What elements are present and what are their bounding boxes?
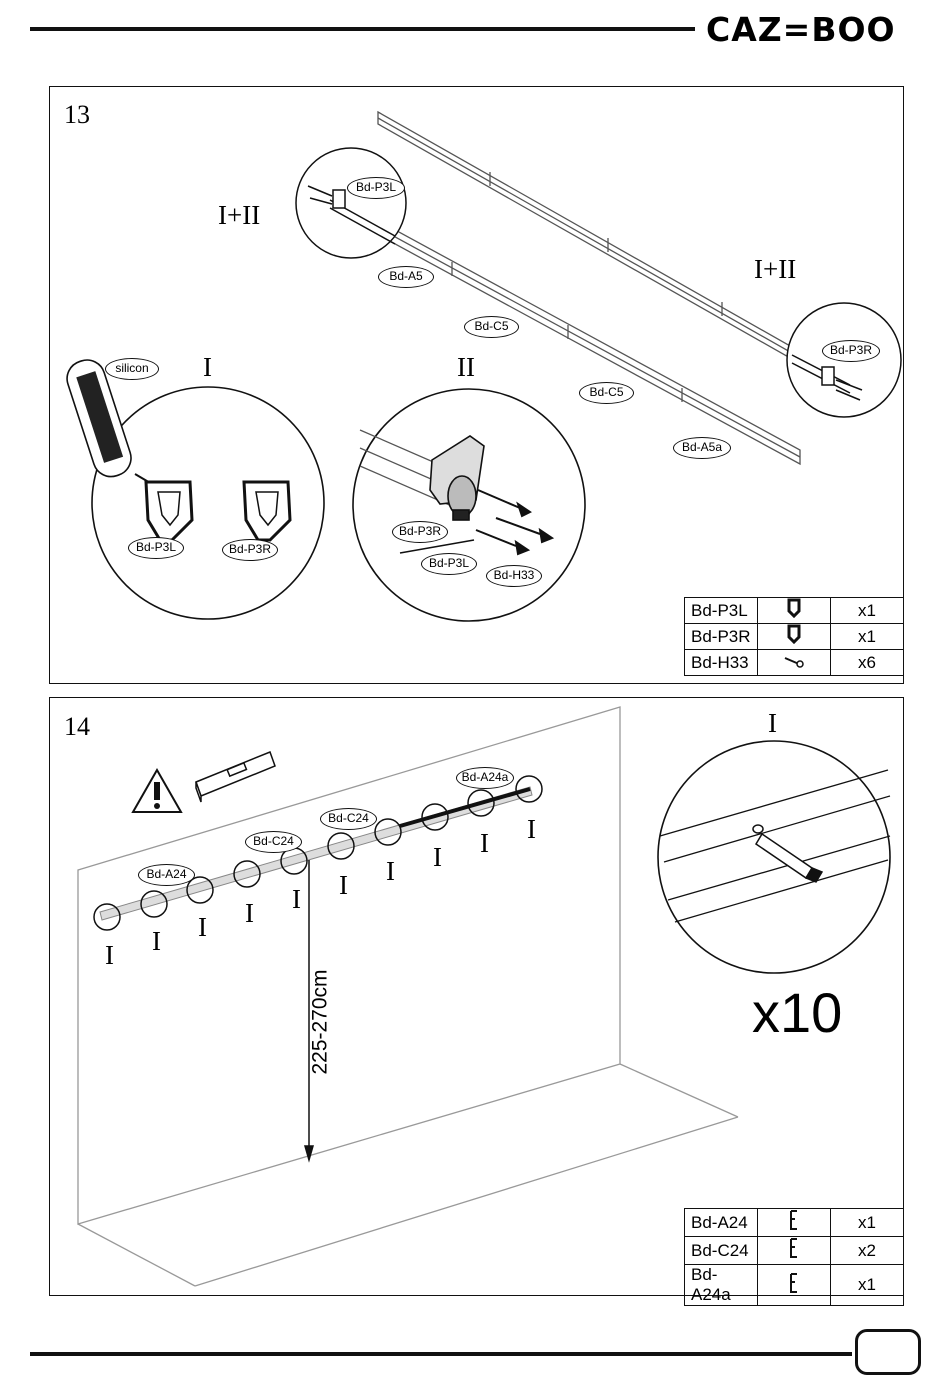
part-qty: x1 [831, 598, 904, 624]
label-i-1: I [105, 940, 114, 971]
tag-silicon: silicon [105, 358, 159, 380]
clip-icon [758, 1209, 831, 1237]
tag-bd-p3r-i: Bd-P3R [222, 539, 278, 561]
tag-bd-a5a: Bd-A5a [673, 437, 731, 459]
part-code: Bd-P3L [685, 598, 758, 624]
warning-icon [133, 770, 181, 812]
table-row: Bd-A24a x1 [685, 1265, 904, 1306]
tag-bd-p3r-ii: Bd-P3R [392, 521, 448, 543]
clip-icon [758, 1237, 831, 1265]
step-13-illustration [0, 0, 950, 700]
height-label: 225-270cm [309, 969, 333, 1074]
multiplier-label: x10 [752, 980, 842, 1045]
table-row: Bd-H33 x6 [685, 650, 904, 676]
table-row: Bd-P3L x1 [685, 598, 904, 624]
table-row: Bd-P3R x1 [685, 624, 904, 650]
tag-bd-p3r-right: Bd-P3R [822, 340, 880, 362]
footer-rule [30, 1352, 852, 1356]
tag-bd-c24-2: Bd-C24 [320, 808, 377, 830]
label-i-4: I [245, 898, 254, 929]
label-i-8: I [433, 842, 442, 873]
label-i-detail: I [768, 708, 777, 739]
part-code: Bd-A24a [685, 1265, 758, 1306]
part-qty: x6 [831, 650, 904, 676]
tag-bd-a24a: Bd-A24a [456, 767, 514, 789]
tag-bd-c5-2: Bd-C5 [579, 382, 634, 404]
label-i-5: I [292, 884, 301, 915]
label-ii: II [457, 352, 475, 383]
part-qty: x1 [831, 1209, 904, 1237]
label-i-9: I [480, 828, 489, 859]
part-qty: x1 [831, 624, 904, 650]
part-code: Bd-A24 [685, 1209, 758, 1237]
label-i-10: I [527, 814, 536, 845]
part-qty: x2 [831, 1237, 904, 1265]
table-row: Bd-C24 x2 [685, 1237, 904, 1265]
right-bracket-icon [758, 624, 831, 650]
wall-outline [78, 707, 738, 1286]
label-i-3: I [198, 912, 207, 943]
tag-bd-p3l-ii: Bd-P3L [421, 553, 477, 575]
tag-bd-p3l-i: Bd-P3L [128, 537, 184, 559]
tag-bd-a24: Bd-A24 [138, 864, 195, 886]
tag-bd-h33-ii: Bd-H33 [486, 565, 542, 587]
spirit-level-icon [196, 752, 275, 802]
tag-bd-c24-1: Bd-C24 [245, 831, 302, 853]
label-i-7: I [386, 856, 395, 887]
clip-icon [758, 1265, 831, 1306]
label-i-ii-right: I+II [754, 254, 796, 285]
part-code: Bd-P3R [685, 624, 758, 650]
tag-bd-c5-1: Bd-C5 [464, 316, 519, 338]
table-row: Bd-A24 x1 [685, 1209, 904, 1237]
tag-bd-a5: Bd-A5 [378, 266, 434, 288]
label-i-6: I [339, 870, 348, 901]
part-code: Bd-C24 [685, 1237, 758, 1265]
page-number-box [855, 1329, 921, 1375]
label-i-ii-left: I+II [218, 200, 260, 231]
step-13-parts-table: Bd-P3L x1 Bd-P3R x1 Bd-H33 x6 [684, 597, 904, 676]
rail-back [378, 112, 850, 392]
left-bracket-icon [758, 598, 831, 624]
label-i: I [203, 352, 212, 383]
screw-icon [758, 650, 831, 676]
step-14-parts-table: Bd-A24 x1 Bd-C24 x2 Bd-A24a x1 [684, 1208, 904, 1306]
part-qty: x1 [831, 1265, 904, 1306]
part-code: Bd-H33 [685, 650, 758, 676]
label-i-2: I [152, 926, 161, 957]
tag-bd-p3l-top: Bd-P3L [347, 177, 405, 199]
